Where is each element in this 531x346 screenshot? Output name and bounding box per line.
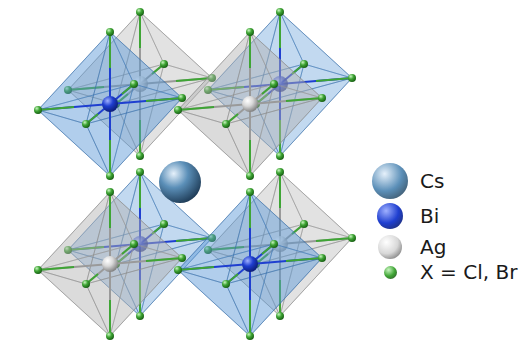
bond bbox=[109, 192, 111, 264]
bond bbox=[249, 32, 251, 68]
bond bbox=[178, 107, 214, 110]
bond bbox=[109, 300, 111, 336]
halide-atom bbox=[246, 28, 254, 36]
halide-atom bbox=[106, 188, 114, 196]
bond bbox=[110, 258, 182, 264]
halide-atom bbox=[222, 280, 230, 288]
bond bbox=[110, 98, 182, 104]
bond bbox=[109, 32, 111, 104]
halide-atom bbox=[300, 220, 308, 228]
halide-atom bbox=[222, 120, 230, 128]
bond bbox=[139, 12, 141, 48]
bond bbox=[139, 172, 141, 208]
bond bbox=[316, 78, 352, 81]
halide-atom bbox=[130, 80, 138, 88]
bond bbox=[279, 12, 281, 48]
halide-atom bbox=[136, 312, 144, 320]
halide-atom bbox=[276, 168, 284, 176]
halide-atom bbox=[178, 94, 186, 102]
octahedron-face bbox=[226, 258, 322, 336]
legend-text: X = Cl, Br bbox=[420, 262, 517, 282]
bond bbox=[109, 104, 111, 176]
octahedron-face bbox=[86, 258, 182, 336]
bond bbox=[249, 192, 251, 264]
bond bbox=[316, 238, 352, 241]
legend-swatch bbox=[377, 203, 403, 229]
bond bbox=[178, 267, 214, 270]
halide-atom bbox=[246, 172, 254, 180]
bond bbox=[109, 32, 111, 68]
halide-atom bbox=[318, 254, 326, 262]
halide-atom bbox=[270, 240, 278, 248]
halide-atom bbox=[136, 8, 144, 16]
halide-atom bbox=[106, 172, 114, 180]
ag-atom bbox=[242, 96, 258, 112]
bi-atom bbox=[242, 256, 258, 272]
bond bbox=[249, 264, 251, 336]
bond bbox=[249, 140, 251, 176]
bond bbox=[249, 32, 251, 104]
bond bbox=[38, 104, 110, 110]
halide-atom bbox=[276, 312, 284, 320]
bond bbox=[38, 267, 74, 270]
halide-atom bbox=[106, 332, 114, 340]
bond bbox=[109, 264, 111, 336]
halide-atom bbox=[82, 120, 90, 128]
octahedron-face bbox=[86, 98, 182, 176]
halide-atom bbox=[106, 28, 114, 36]
bond bbox=[279, 172, 281, 208]
halide-atom bbox=[300, 60, 308, 68]
halide-atom bbox=[178, 254, 186, 262]
halide-atom bbox=[82, 280, 90, 288]
bond bbox=[250, 258, 322, 264]
bond bbox=[146, 258, 182, 261]
halide-atom bbox=[348, 234, 356, 242]
halide-atom bbox=[34, 266, 42, 274]
halide-atom bbox=[246, 332, 254, 340]
bond bbox=[249, 300, 251, 336]
halide-atom bbox=[318, 94, 326, 102]
bond bbox=[286, 258, 322, 261]
halide-atom bbox=[276, 152, 284, 160]
legend-text: Cs bbox=[420, 171, 444, 191]
legend-entry: X = Cl, Br bbox=[368, 252, 528, 292]
halide-atom bbox=[136, 168, 144, 176]
legend-text: Ag bbox=[420, 237, 446, 257]
bi-atom bbox=[102, 96, 118, 112]
bond bbox=[178, 104, 250, 110]
bond bbox=[249, 104, 251, 176]
halide-atom bbox=[174, 266, 182, 274]
bond bbox=[250, 98, 322, 104]
legend-entry: Bi bbox=[368, 196, 528, 236]
halide-atom bbox=[136, 152, 144, 160]
bond bbox=[109, 192, 111, 228]
bond bbox=[178, 264, 250, 270]
legend-entry: Ag bbox=[368, 227, 528, 267]
cs-atom bbox=[159, 161, 201, 203]
legend-entry: Cs bbox=[368, 161, 528, 201]
halide-atom bbox=[174, 106, 182, 114]
halide-atom bbox=[348, 74, 356, 82]
halide-atom bbox=[130, 240, 138, 248]
bond bbox=[286, 98, 322, 101]
ag-atom bbox=[102, 256, 118, 272]
halide-atom bbox=[160, 220, 168, 228]
octahedron-face bbox=[226, 98, 322, 176]
halide-atom bbox=[270, 80, 278, 88]
halide-atom bbox=[246, 188, 254, 196]
halide-atom bbox=[34, 106, 42, 114]
bond bbox=[38, 107, 74, 110]
legend-swatch bbox=[378, 235, 402, 259]
bond bbox=[146, 98, 182, 101]
legend-swatch bbox=[372, 163, 408, 199]
halide-atom bbox=[276, 8, 284, 16]
bond bbox=[109, 140, 111, 176]
legend-text: Bi bbox=[420, 206, 439, 226]
bond bbox=[249, 192, 251, 228]
legend-swatch bbox=[384, 266, 397, 279]
bond bbox=[38, 264, 110, 270]
halide-atom bbox=[160, 60, 168, 68]
